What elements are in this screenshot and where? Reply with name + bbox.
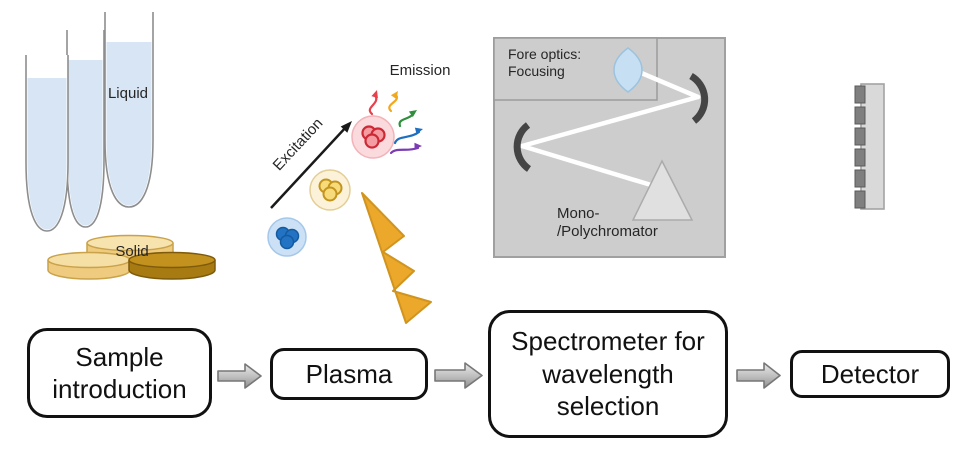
detector-cell	[854, 190, 866, 209]
chromator-line1: Mono-	[557, 205, 600, 222]
flow-step-label: Plasma	[305, 358, 393, 389]
solid-disc-left	[47, 251, 131, 280]
prism-icon	[631, 159, 694, 221]
emission-arrowheads	[371, 90, 423, 150]
flow-step-label: Detector	[820, 358, 920, 389]
light-beam	[519, 69, 701, 188]
flow-step-spectrometer: Spectrometer for wavelength selection	[488, 310, 728, 438]
fore-optics-line1: Fore optics:	[508, 46, 582, 62]
fore-optics-label: Fore optics: Focusing	[508, 46, 581, 80]
flow-arrow-icon	[736, 362, 781, 389]
chromator-line2: /Polychromator	[557, 223, 658, 240]
test-tube	[66, 30, 105, 228]
liquid-label: Liquid	[107, 85, 149, 102]
detector-cell	[854, 127, 866, 146]
atom-blue	[267, 217, 307, 257]
lens-icon	[613, 47, 643, 93]
flow-step-label: Sample introduction	[52, 341, 187, 405]
mirror-right-icon	[689, 72, 709, 124]
solid-label: Solid	[115, 243, 149, 260]
detector-array	[854, 83, 885, 210]
mirror-left-icon	[513, 122, 532, 172]
flow-arrow-icon	[217, 363, 262, 389]
test-tube	[104, 12, 154, 208]
fore-optics-line2: Focusing	[508, 63, 565, 79]
detector-cell	[854, 148, 866, 167]
test-tube	[25, 55, 69, 232]
emission-label: Emission	[389, 62, 451, 79]
chromator-label: Mono- /Polychromator	[557, 205, 658, 241]
flow-step-sample-introduction: Sample introduction	[27, 328, 212, 418]
lightning-bolt-icon	[361, 192, 432, 324]
test-tubes	[25, 12, 154, 232]
spectrometer-housing	[493, 37, 726, 258]
atom-yellow	[309, 169, 351, 211]
flow-arrow-icon	[434, 362, 483, 389]
detector-cell	[854, 85, 866, 104]
flow-step-label: Spectrometer for wavelength selection	[511, 326, 705, 422]
solid-disc-right	[128, 251, 216, 280]
solid-discs	[47, 234, 216, 280]
detector-cell	[854, 106, 866, 125]
flow-step-detector: Detector	[790, 350, 950, 398]
flow-step-plasma: Plasma	[270, 348, 428, 400]
excitation-arrow-icon	[270, 121, 352, 209]
detector-cell	[854, 169, 866, 188]
atom-red-excited	[351, 115, 395, 159]
flow-arrows	[217, 362, 781, 389]
